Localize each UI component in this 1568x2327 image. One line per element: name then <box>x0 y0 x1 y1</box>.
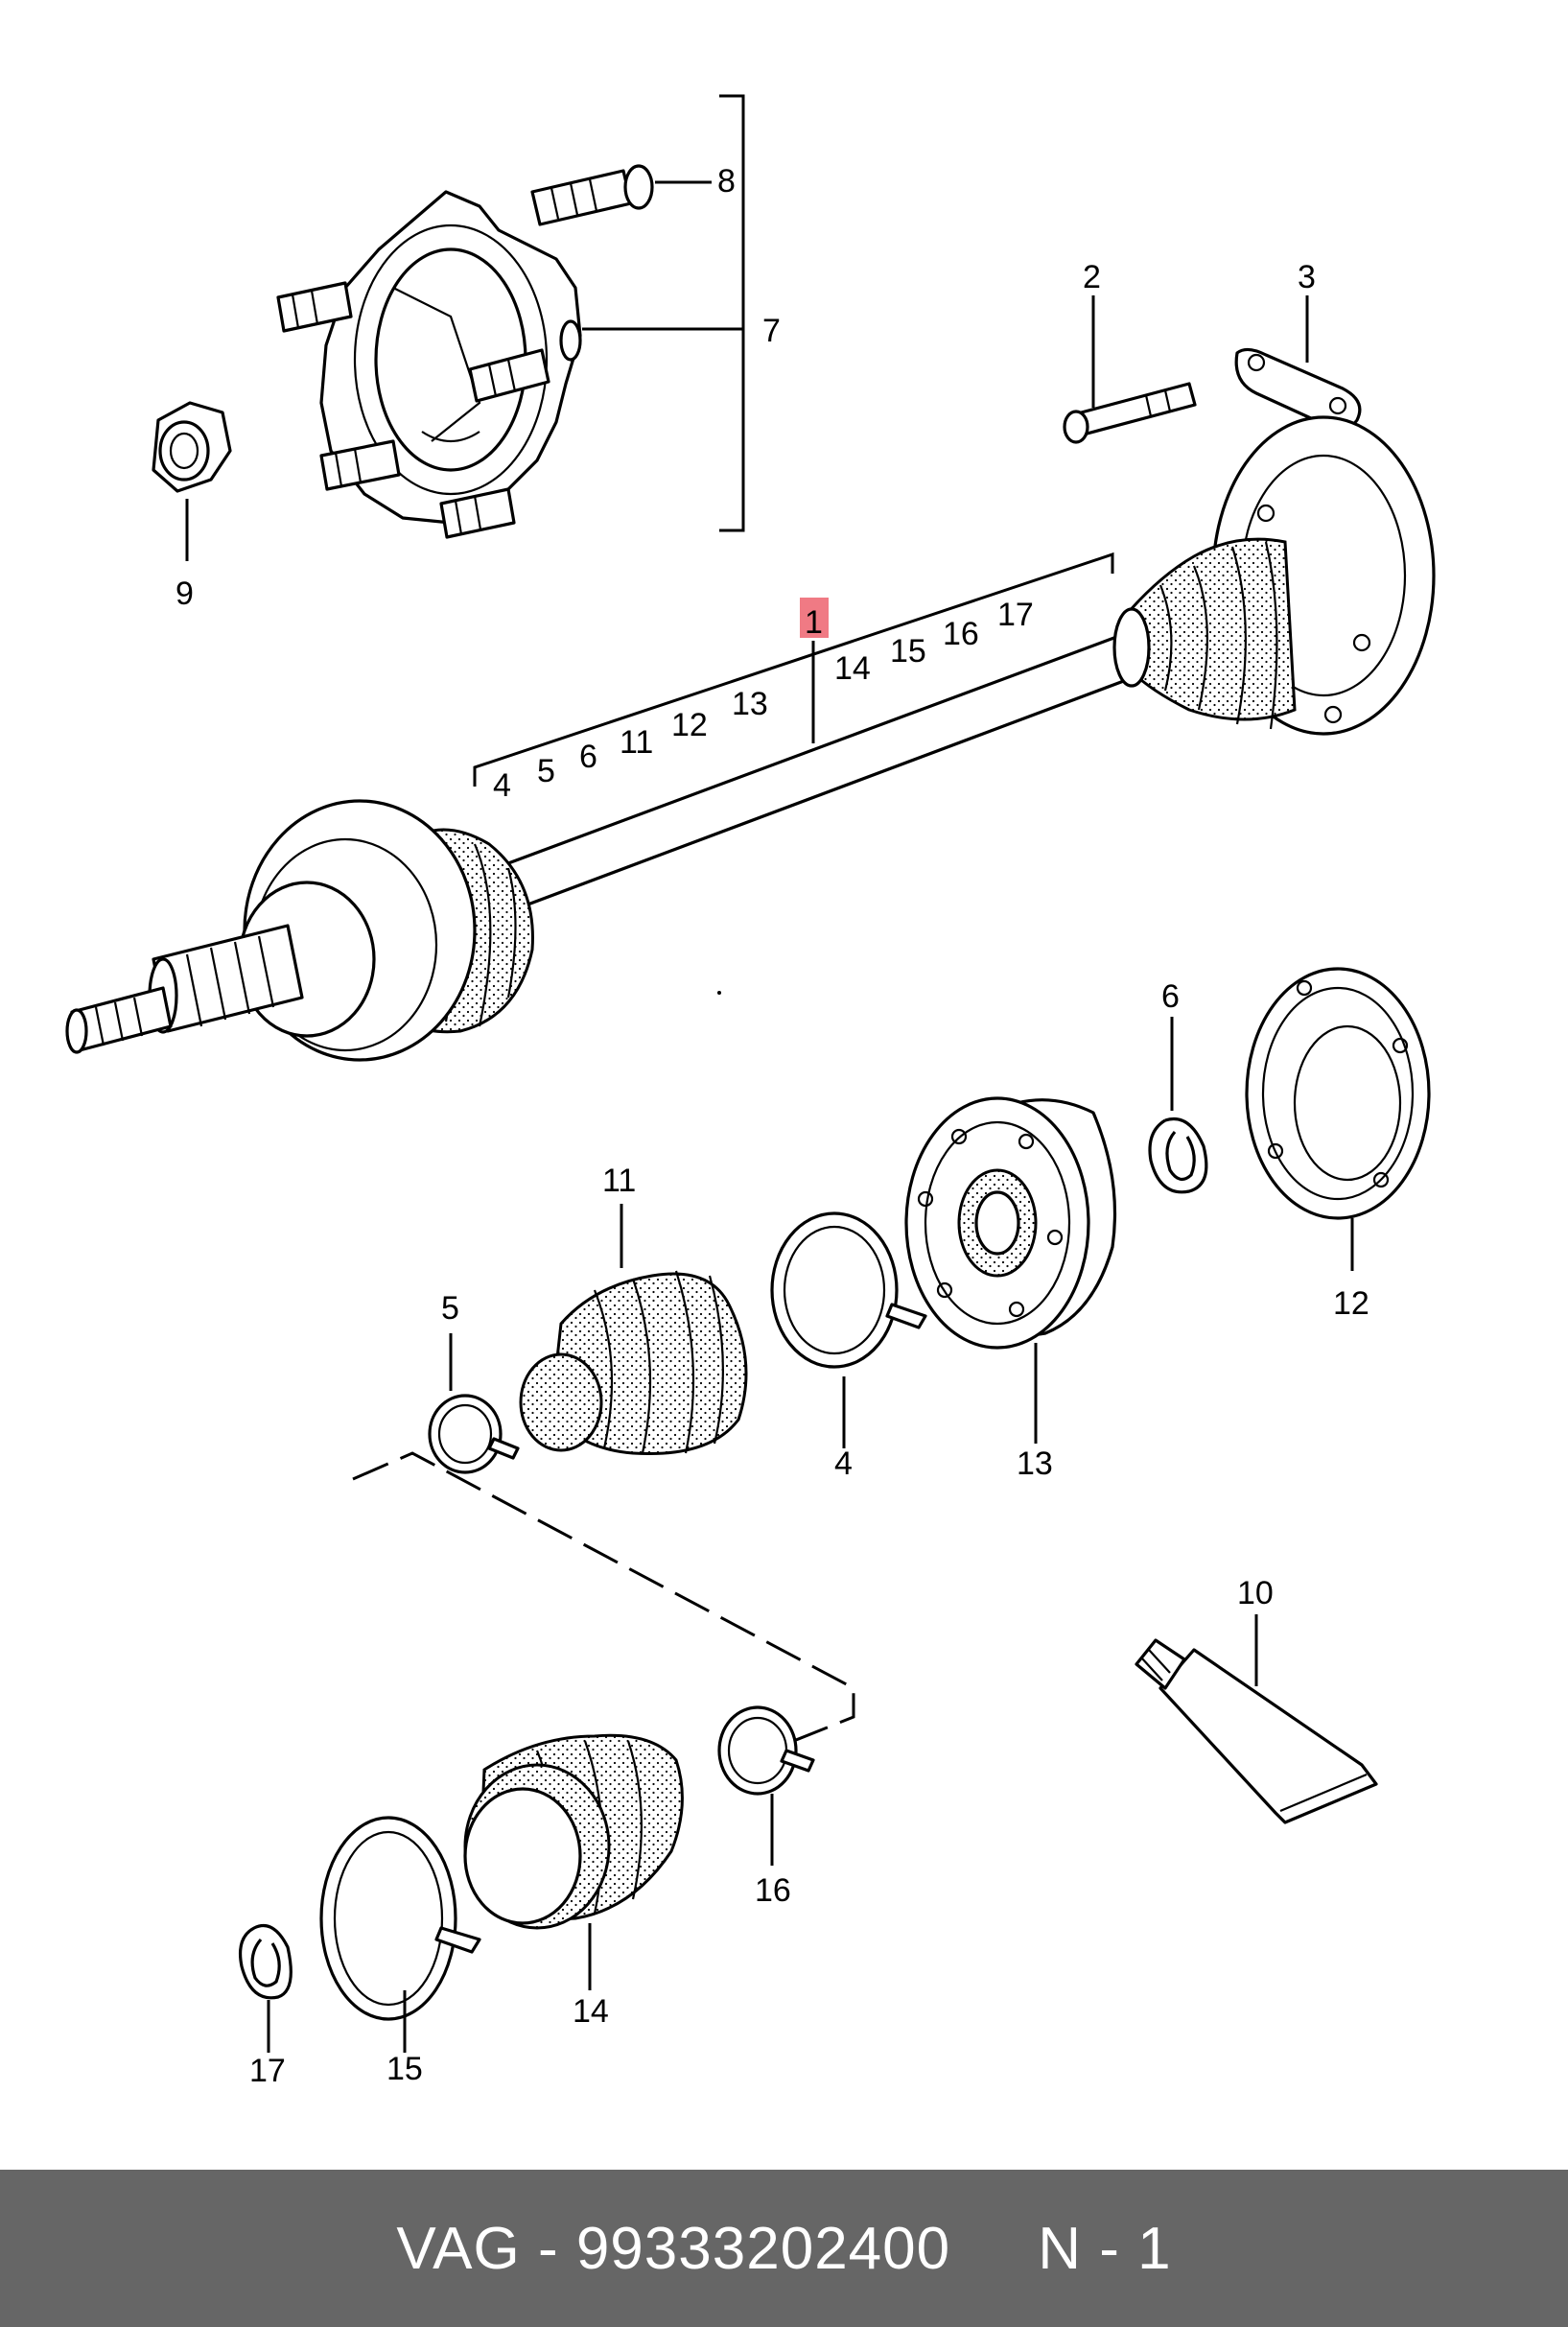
circlip-17-illustration <box>238 1923 293 2000</box>
group-label-5: 5 <box>537 753 555 789</box>
boot-14-illustration <box>463 1733 684 1930</box>
assembly-dash-line <box>352 1451 855 1750</box>
callout-17: 17 <box>249 2053 286 2089</box>
callout-7: 7 <box>762 313 781 349</box>
callout-15: 15 <box>386 2051 423 2087</box>
callout-6: 6 <box>1161 978 1180 1015</box>
clamp-5-illustration <box>428 1394 520 1474</box>
callout-16: 16 <box>755 1872 791 1909</box>
drive-shaft-illustration <box>65 415 1436 1062</box>
group-label-12: 12 <box>671 707 708 743</box>
band-4-illustration <box>770 1211 927 1369</box>
band-15-illustration <box>319 1816 481 2021</box>
nut-illustration <box>152 401 232 493</box>
group-label-6: 6 <box>579 739 597 775</box>
grease-tube-10-illustration <box>1135 1638 1378 1824</box>
group-label-15: 15 <box>890 633 926 670</box>
group-label-16: 16 <box>943 616 979 652</box>
callout-9: 9 <box>176 576 194 612</box>
group-label-14: 14 <box>834 650 871 687</box>
footer-bar: VAG - 99333202400 N - 1 <box>0 2170 1568 2327</box>
boot-11-illustration <box>519 1270 748 1456</box>
circlip-6-illustration <box>1148 1117 1208 1194</box>
group-label-4: 4 <box>493 767 511 804</box>
group-label-list: 4 5 6 11 12 13 14 15 16 17 <box>493 597 1034 804</box>
spacer <box>950 2216 1038 2282</box>
callout-1: 1 <box>805 604 823 641</box>
part-number-caption: VAG - 99333202400 N - 1 <box>396 2215 1171 2283</box>
separator: - <box>520 2215 576 2282</box>
callout-11: 11 <box>602 1163 636 1199</box>
callout-5: 5 <box>441 1290 459 1327</box>
wheel-hub-illustration <box>276 164 654 539</box>
cv-joint-13-illustration <box>904 1096 1117 1350</box>
callout-10: 10 <box>1237 1575 1274 1611</box>
brand-name: VAG <box>396 2215 521 2282</box>
group-label-17: 17 <box>997 597 1034 633</box>
callout-3: 3 <box>1298 259 1316 295</box>
group-label-11: 11 <box>620 724 653 761</box>
exploded-parts-diagram: 1 2 3 7 8 9 10 4 5 6 11 12 13 14 15 16 1… <box>65 94 1436 2089</box>
bolt-and-plate-illustration <box>1063 347 1362 444</box>
callout-4: 4 <box>834 1446 853 1482</box>
callout-2: 2 <box>1083 259 1101 295</box>
clamp-16-illustration <box>717 1705 815 1796</box>
callout-12: 12 <box>1333 1285 1369 1322</box>
cover-12-illustration <box>1245 967 1431 1220</box>
callout-8: 8 <box>717 163 736 200</box>
suffix-code: N - 1 <box>1038 2215 1172 2282</box>
highlight-marker <box>800 598 829 638</box>
callout-14: 14 <box>573 1993 609 2030</box>
group-label-13: 13 <box>732 686 768 722</box>
callout-13: 13 <box>1017 1446 1053 1482</box>
part-number: 99333202400 <box>575 2215 951 2282</box>
